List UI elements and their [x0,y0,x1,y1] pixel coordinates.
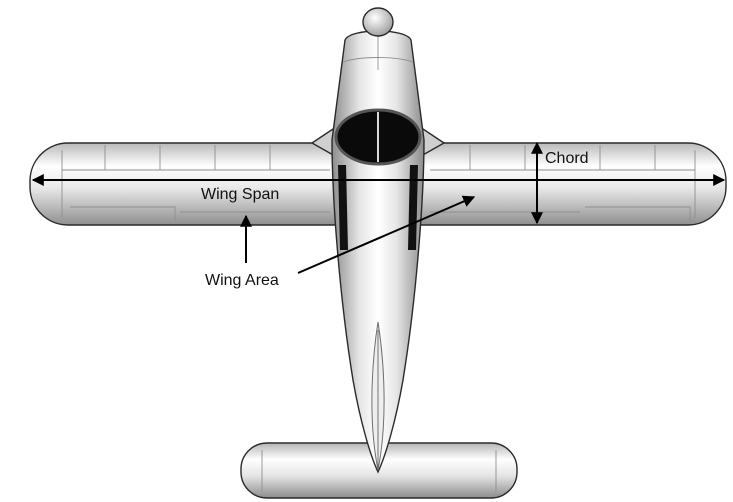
fuselage [331,30,425,474]
propeller-spinner [362,7,394,37]
wing-span-label: Wing Span [201,186,279,203]
chord-label: Chord [545,150,589,167]
wing-area-arrow-right [297,195,476,274]
wing-area-label: Wing Area [205,272,279,289]
